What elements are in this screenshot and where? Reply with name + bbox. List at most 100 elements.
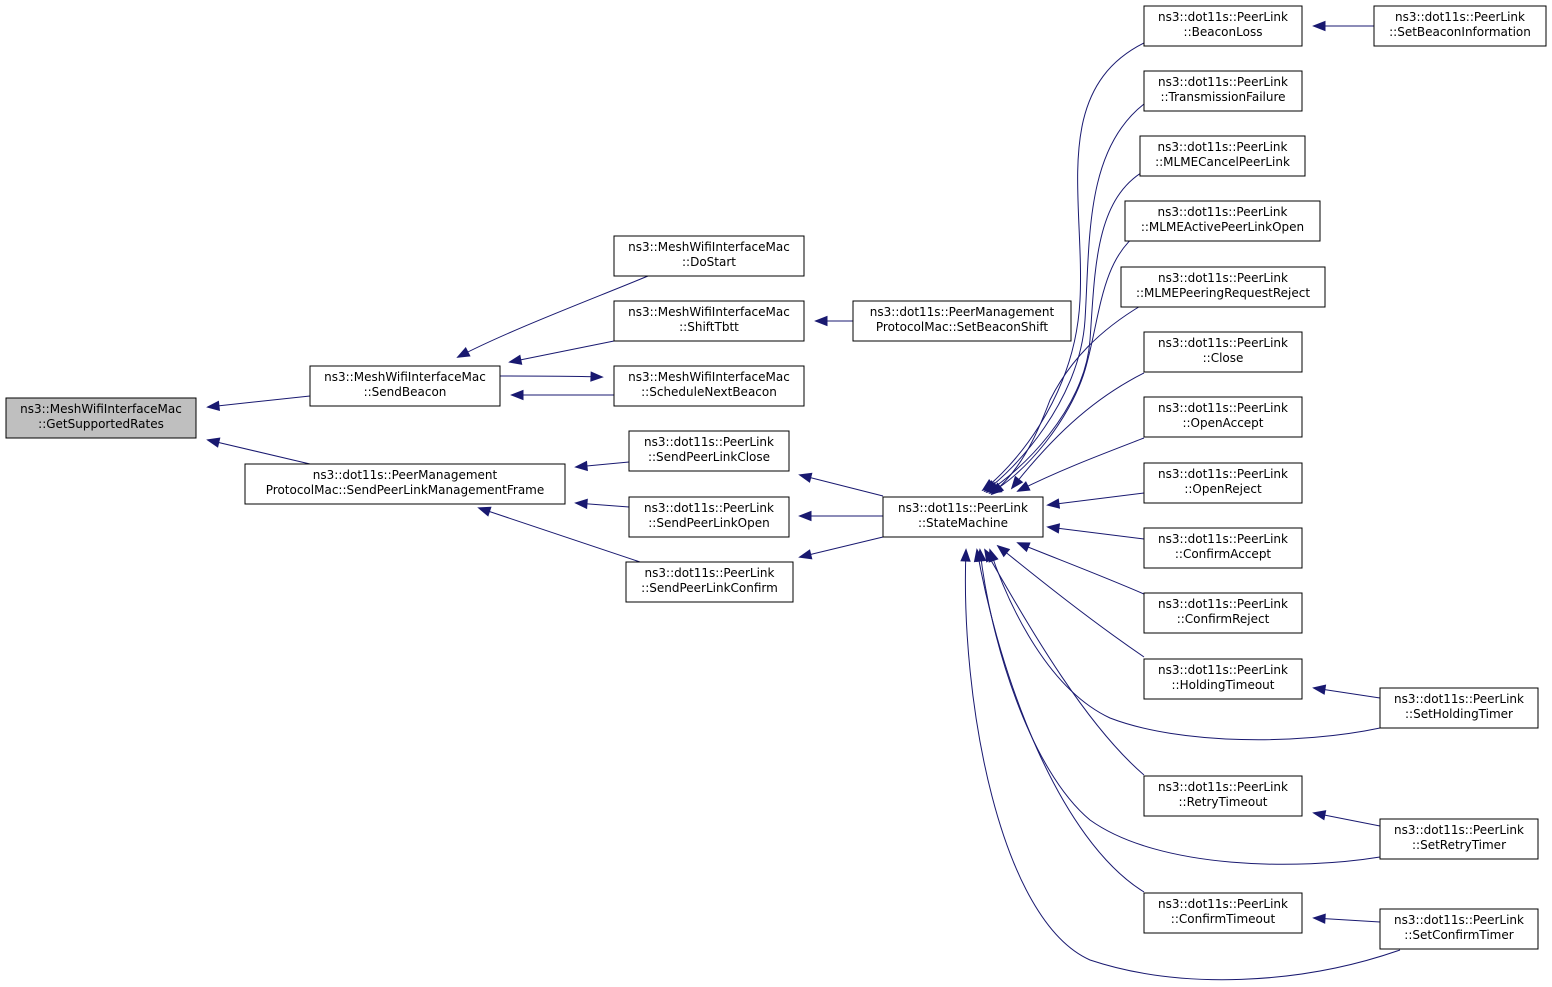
edge-line — [1047, 526, 1145, 540]
node-label-line: ::RetryTimeout — [1178, 795, 1267, 809]
node-mlmeCancelPeerLink[interactable]: ns3::dot11s::PeerLink::MLMECancelPeerLin… — [1139, 135, 1306, 177]
node-box — [1143, 5, 1303, 47]
node-setBeaconInformation[interactable]: ns3::dot11s::PeerLink::SetBeaconInformat… — [1373, 5, 1547, 47]
node-setBeaconShift[interactable]: ns3::dot11s::PeerManagementProtocolMac::… — [852, 300, 1072, 342]
node-label-line: ::SetHoldingTimer — [1405, 707, 1513, 721]
node-shiftTbtt[interactable]: ns3::MeshWifiInterfaceMac::ShiftTbtt — [613, 300, 805, 342]
edge-setHoldingTimer-to-stateMachine — [988, 548, 1381, 741]
node-layer: ns3::MeshWifiInterfaceMac::GetSupportedR… — [5, 5, 1547, 950]
edge-setBeaconInformation-to-beaconLoss — [1312, 20, 1374, 32]
node-box — [628, 430, 790, 472]
node-label-line: ProtocolMac::SetBeaconShift — [876, 320, 1049, 334]
node-doStart[interactable]: ns3::MeshWifiInterfaceMac::DoStart — [613, 235, 805, 277]
edge-line — [1047, 492, 1145, 506]
node-box — [1379, 908, 1539, 950]
node-label-line: ::ShiftTbtt — [679, 320, 739, 334]
node-retryTimeout[interactable]: ns3::dot11s::PeerLink::RetryTimeout — [1143, 775, 1303, 817]
node-label-line: ::Close — [1203, 351, 1244, 365]
node-mlmePeeringRequestReject[interactable]: ns3::dot11s::PeerLink::MLMEPeeringReques… — [1120, 266, 1326, 308]
node-close[interactable]: ns3::dot11s::PeerLink::Close — [1143, 331, 1303, 373]
edge-beaconLoss-to-stateMachine — [981, 42, 1145, 492]
node-label-line: ns3::MeshWifiInterfaceMac — [324, 370, 486, 384]
node-label-line: ns3::dot11s::PeerLink — [1158, 75, 1288, 89]
node-confirmTimeout[interactable]: ns3::dot11s::PeerLink::ConfirmTimeout — [1143, 892, 1303, 934]
edge-line — [799, 536, 884, 558]
node-label-line: ns3::dot11s::PeerManagement — [870, 305, 1055, 319]
edge-shiftTbtt-to-sendBeacon — [508, 340, 615, 365]
node-stateMachine[interactable]: ns3::dot11s::PeerLink::StateMachine — [882, 496, 1044, 538]
arrowhead — [1312, 810, 1327, 821]
node-label-line: ns3::MeshWifiInterfaceMac — [628, 370, 790, 384]
edge-holdingTimeout-to-stateMachine — [996, 544, 1145, 658]
node-box — [1143, 775, 1303, 817]
node-setHoldingTimer[interactable]: ns3::dot11s::PeerLink::SetHoldingTimer — [1379, 687, 1539, 729]
edge-stateMachine-to-sendPeerLinkClose — [798, 472, 884, 497]
node-box — [1143, 892, 1303, 934]
edge-sendPeerLinkOpen-to-sendPeerLinkMgmtFrame — [574, 498, 630, 510]
node-box — [1143, 527, 1303, 569]
edge-line — [799, 474, 884, 497]
node-label-line: ::SetBeaconInformation — [1389, 25, 1531, 39]
node-sendPeerLinkClose[interactable]: ns3::dot11s::PeerLink::SendPeerLinkClose — [628, 430, 790, 472]
edge-line — [1011, 372, 1145, 489]
edge-sendBeacon-to-getSupportedRates — [206, 395, 311, 411]
node-label-line: ::ConfirmTimeout — [1171, 912, 1276, 926]
edge-line — [991, 304, 1143, 495]
node-label-line: ::DoStart — [682, 255, 736, 269]
edge-line — [1017, 437, 1145, 492]
node-getSupportedRates[interactable]: ns3::MeshWifiInterfaceMac::GetSupportedR… — [5, 397, 197, 439]
arrowhead — [814, 315, 828, 327]
node-label-line: ::ConfirmAccept — [1175, 547, 1272, 561]
node-label-line: ns3::MeshWifiInterfaceMac — [20, 402, 182, 416]
node-label-line: ::SetRetryTimer — [1412, 838, 1506, 852]
node-confirmReject[interactable]: ns3::dot11s::PeerLink::ConfirmReject — [1143, 592, 1303, 634]
edge-line — [207, 439, 311, 465]
node-scheduleNextBeacon[interactable]: ns3::MeshWifiInterfaceMac::ScheduleNextB… — [613, 365, 805, 407]
edge-retryTimeout-to-stateMachine — [984, 548, 1145, 776]
arrowhead — [990, 482, 1005, 496]
edge-line — [478, 507, 641, 563]
node-mlmeActivePeerLinkOpen[interactable]: ns3::dot11s::PeerLink::MLMEActivePeerLin… — [1124, 200, 1321, 242]
node-label-line: ::SetConfirmTimer — [1404, 928, 1513, 942]
edge-line — [509, 340, 615, 363]
node-openReject[interactable]: ns3::dot11s::PeerLink::OpenReject — [1143, 462, 1303, 504]
node-label-line: ns3::dot11s::PeerLink — [645, 566, 775, 580]
node-label-line: ns3::dot11s::PeerManagement — [313, 468, 498, 482]
node-label-line: ns3::dot11s::PeerLink — [1158, 597, 1288, 611]
edge-line — [499, 375, 603, 378]
node-setConfirmTimer[interactable]: ns3::dot11s::PeerLink::SetConfirmTimer — [1379, 908, 1539, 950]
node-box — [5, 397, 197, 439]
node-label-line: ::GetSupportedRates — [38, 417, 164, 431]
edge-scheduleNextBeacon-to-sendBeacon — [510, 389, 615, 401]
edge-line — [979, 549, 1381, 865]
node-beaconLoss[interactable]: ns3::dot11s::PeerLink::BeaconLoss — [1143, 5, 1303, 47]
node-holdingTimeout[interactable]: ns3::dot11s::PeerLink::HoldingTimeout — [1143, 658, 1303, 700]
node-sendPeerLinkConfirm[interactable]: ns3::dot11s::PeerLink::SendPeerLinkConfi… — [625, 561, 794, 603]
edge-sendPeerLinkClose-to-sendPeerLinkMgmtFrame — [574, 460, 630, 472]
node-box — [613, 300, 805, 342]
arrowhead — [798, 510, 812, 522]
node-openAccept[interactable]: ns3::dot11s::PeerLink::OpenAccept — [1143, 396, 1303, 438]
node-label-line: ns3::dot11s::PeerLink — [1158, 271, 1288, 285]
node-setRetryTimer[interactable]: ns3::dot11s::PeerLink::SetRetryTimer — [1379, 818, 1539, 860]
node-transmissionFailure[interactable]: ns3::dot11s::PeerLink::TransmissionFailu… — [1143, 70, 1303, 112]
node-label-line: ProtocolMac::SendPeerLinkManagementFrame — [266, 483, 545, 497]
node-box — [625, 561, 794, 603]
node-label-line: ::TransmissionFailure — [1160, 90, 1285, 104]
edge-line — [1017, 542, 1145, 595]
node-label-line: ns3::dot11s::PeerLink — [1158, 336, 1288, 350]
node-sendBeacon[interactable]: ns3::MeshWifiInterfaceMac::SendBeacon — [309, 365, 501, 407]
node-sendPeerLinkMgmtFrame[interactable]: ns3::dot11s::PeerManagementProtocolMac::… — [244, 463, 566, 505]
node-confirmAccept[interactable]: ns3::dot11s::PeerLink::ConfirmAccept — [1143, 527, 1303, 569]
edge-setRetryTimer-to-stateMachine — [976, 548, 1381, 865]
edge-confirmAccept-to-stateMachine — [1046, 523, 1145, 540]
edge-close-to-stateMachine — [1010, 372, 1145, 490]
node-label-line: ns3::MeshWifiInterfaceMac — [628, 240, 790, 254]
node-label-line: ns3::dot11s::PeerLink — [644, 435, 774, 449]
edge-line — [989, 231, 1141, 494]
arrowhead — [510, 389, 524, 401]
node-label-line: ::SendPeerLinkOpen — [648, 516, 769, 530]
node-sendPeerLinkOpen[interactable]: ns3::dot11s::PeerLink::SendPeerLinkOpen — [628, 496, 790, 538]
node-box — [1143, 396, 1303, 438]
node-box — [852, 300, 1072, 342]
